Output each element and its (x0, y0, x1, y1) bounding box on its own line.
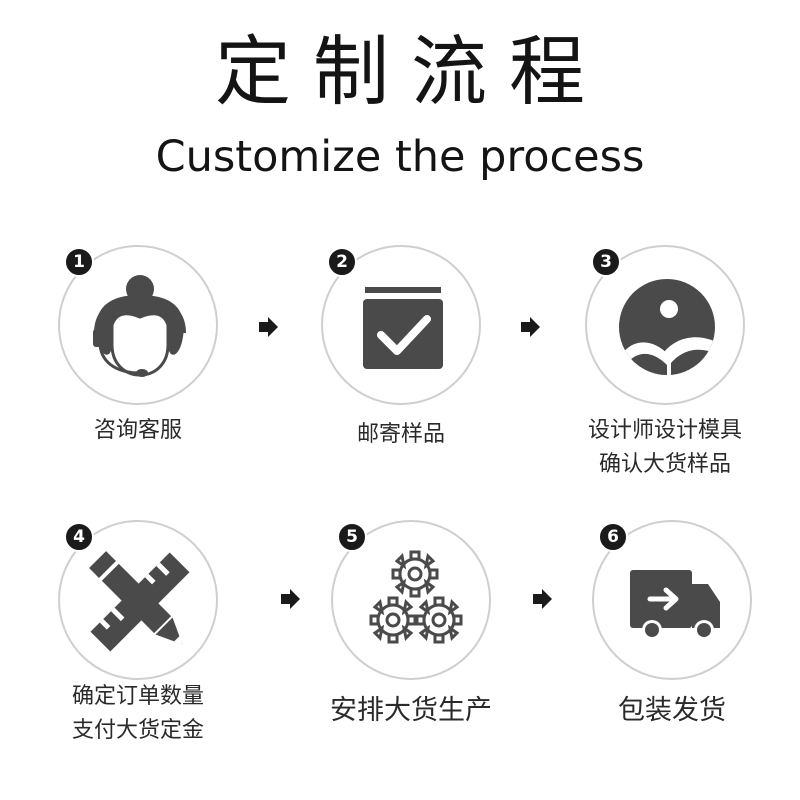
step-label-line: 支付大货定金 (71, 718, 204, 743)
step-label: 安排大货生产 (311, 694, 511, 728)
step-label-line: 确认大货样品 (598, 452, 731, 477)
pencil-ruler-icon (89, 551, 190, 652)
check-sample-icon (363, 287, 443, 369)
step-1: 1 (58, 245, 218, 405)
step-label-line: 安排大货生产 (330, 695, 492, 726)
design-image-icon (619, 279, 715, 375)
step-number-badge: 6 (598, 522, 628, 552)
step-label: 咨询客服 (38, 414, 238, 448)
step-label-line: 邮寄样品 (356, 422, 445, 447)
step-label: 设计师设计模具 确认大货样品 (565, 414, 765, 482)
arrow-right-icon (281, 589, 300, 609)
arrow-right-icon (521, 317, 540, 337)
gears-icon (369, 550, 463, 644)
step-circle (592, 520, 752, 680)
step-circle (331, 520, 491, 680)
arrow-right-icon (259, 317, 278, 337)
arrow-right-icon (533, 589, 552, 609)
step-number-badge: 5 (337, 522, 367, 552)
step-circle (585, 245, 745, 405)
step-number-badge: 1 (64, 247, 94, 277)
step-3: 3 (585, 245, 745, 405)
step-label: 确定订单数量 支付大货定金 (38, 680, 238, 748)
step-label: 包装发货 (572, 694, 772, 728)
step-label: 邮寄样品 (301, 418, 501, 452)
step-6: 6 (592, 520, 752, 680)
step-label-line: 咨询客服 (93, 418, 182, 443)
step-label-line: 设计师设计模具 (587, 418, 742, 443)
step-circle (321, 245, 481, 405)
step-label-line: 包装发货 (618, 695, 726, 726)
step-number-badge: 3 (591, 247, 621, 277)
step-circle (58, 245, 218, 405)
step-label-line: 确定订单数量 (71, 684, 204, 709)
page-title: 定制流程 (215, 27, 607, 116)
step-number-badge: 2 (327, 247, 357, 277)
step-2: 2 (321, 245, 481, 405)
delivery-truck-icon (630, 570, 720, 640)
step-number-badge: 4 (64, 522, 94, 552)
step-4: 4 (58, 520, 218, 680)
customer-service-icon (93, 275, 186, 377)
step-5: 5 (331, 520, 491, 680)
page-subtitle: Customize the process (155, 132, 645, 182)
